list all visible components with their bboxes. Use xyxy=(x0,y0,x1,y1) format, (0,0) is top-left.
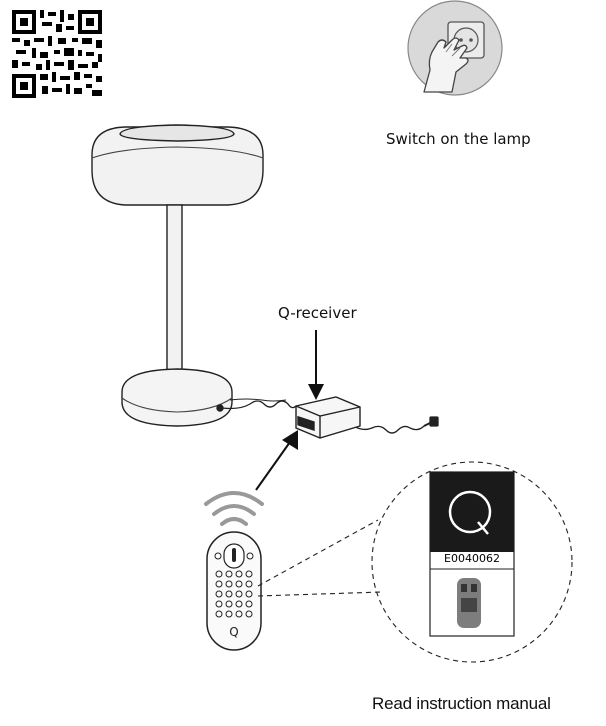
receiver-arrow xyxy=(308,330,324,400)
signal-arrow xyxy=(255,430,298,491)
q-receiver-box xyxy=(295,396,361,439)
qr-code-icon xyxy=(12,10,102,98)
remote-detail-panel xyxy=(429,471,515,637)
q-receiver-label: Q-receiver xyxy=(278,304,357,322)
table-lamp xyxy=(91,124,264,427)
hand-plug-icon xyxy=(407,0,503,96)
callout-lines xyxy=(257,461,573,663)
remote-control: Q xyxy=(206,531,262,651)
q-logo-icon xyxy=(430,472,514,552)
wifi-signal-icon xyxy=(204,491,264,526)
read-manual-caption: Read instruction manual xyxy=(372,694,551,713)
remote-logo: Q xyxy=(229,625,238,639)
power-cable xyxy=(221,398,439,434)
product-code: E0040062 xyxy=(444,552,500,565)
switch-on-caption: Switch on the lamp xyxy=(386,130,531,148)
